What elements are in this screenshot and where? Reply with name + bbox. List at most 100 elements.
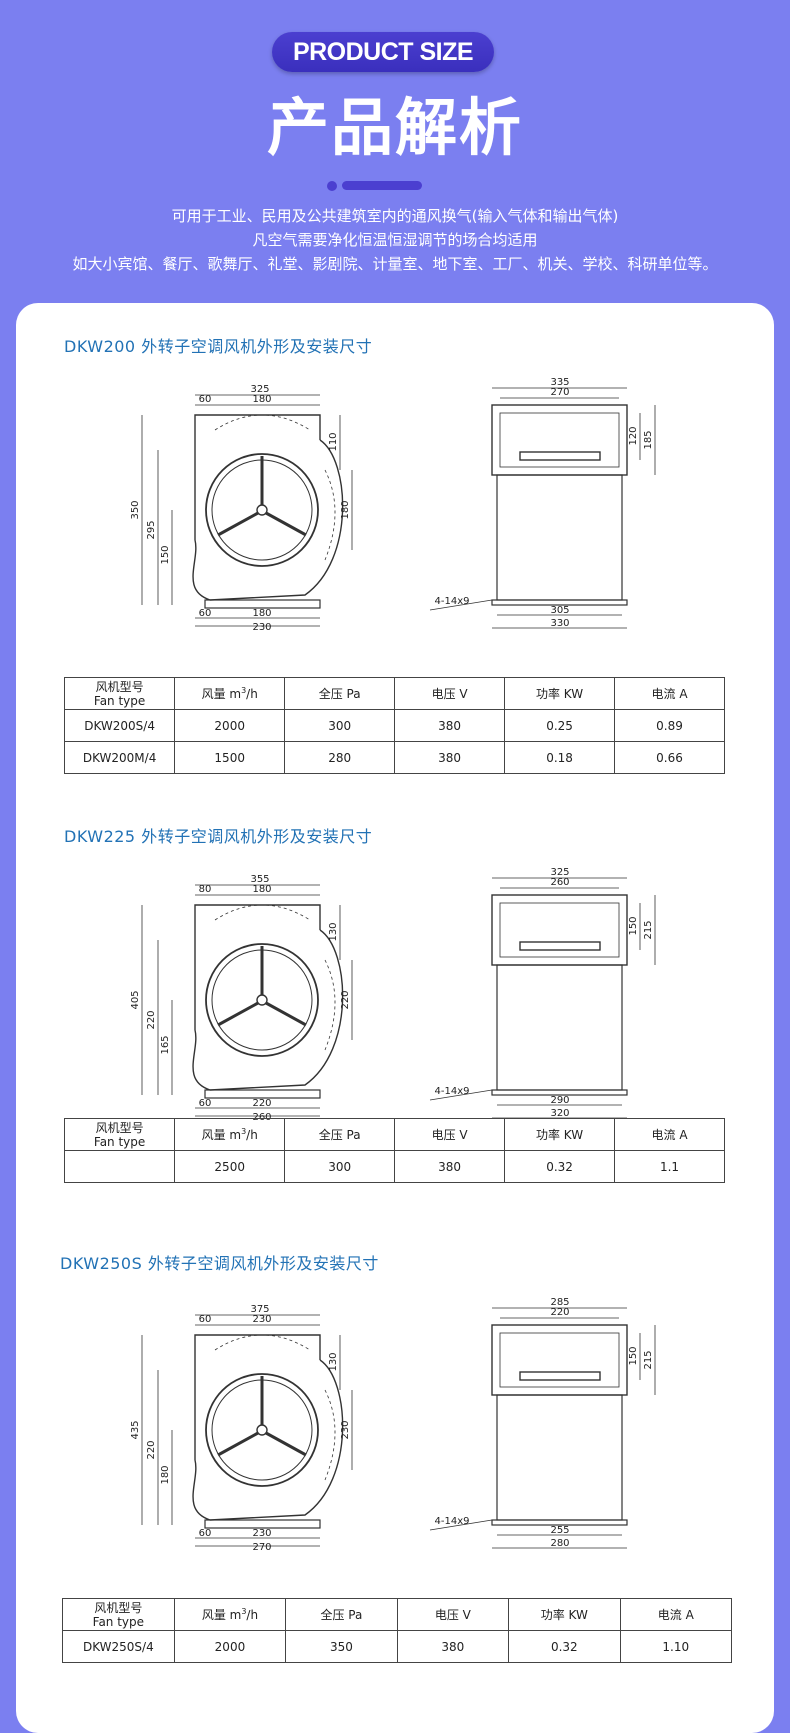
hole-leader bbox=[429, 599, 493, 611]
blade-spoke bbox=[217, 511, 259, 537]
product-size-badge: PRODUCT SIZE bbox=[272, 32, 494, 72]
header-airflow-label: 风量 m bbox=[201, 1128, 242, 1142]
hole-leader bbox=[429, 1519, 493, 1531]
cell-power: 0.32 bbox=[504, 1150, 616, 1183]
cell-model: DKW200M/4 bbox=[63, 741, 176, 774]
cell-airflow: 2500 bbox=[174, 1150, 286, 1183]
dim-left-a: 220 bbox=[146, 1440, 157, 1459]
side-damper bbox=[519, 1371, 601, 1381]
dim-side-right-b: 185 bbox=[643, 430, 654, 449]
blade-spoke bbox=[217, 1431, 259, 1457]
cell-current: 0.66 bbox=[614, 741, 725, 774]
dim-side-top-a: 325 bbox=[550, 867, 569, 878]
housing-outline bbox=[194, 414, 321, 440]
dim-side-right-b: 215 bbox=[643, 1350, 654, 1369]
dim-side-top-a: 285 bbox=[550, 1297, 569, 1308]
cell-airflow: 2000 bbox=[174, 709, 286, 742]
cell-voltage: 380 bbox=[394, 1150, 506, 1183]
desc-line: 如大小宾馆、餐厅、歌舞厅、礼堂、影剧院、计量室、地下室、工厂、机关、学校、科研单… bbox=[72, 255, 718, 273]
header-model-en: Fan type bbox=[93, 693, 146, 708]
header-current: 电流 A bbox=[619, 1598, 733, 1631]
dim-side-bottom-a: 305 bbox=[550, 605, 569, 616]
dim-top-b: 180 bbox=[252, 884, 271, 895]
dim-bottom-b: 230 bbox=[252, 1528, 271, 1539]
cell-power: 0.18 bbox=[504, 741, 616, 774]
blade-spoke bbox=[217, 1001, 259, 1027]
header-airflow-unit: /h bbox=[246, 1608, 259, 1622]
side-outlet bbox=[499, 412, 620, 468]
cell-airflow: 2000 bbox=[173, 1630, 287, 1663]
header-model-cn: 风机型号 bbox=[94, 1600, 143, 1615]
header-power: 功率 KW bbox=[508, 1598, 621, 1631]
header-airflow: 风量 m3/h bbox=[174, 677, 286, 710]
hub bbox=[256, 1424, 268, 1436]
dim-top-a: 60 bbox=[199, 394, 212, 405]
impeller-ring bbox=[205, 453, 319, 567]
dim-top-b: 230 bbox=[252, 1314, 271, 1325]
dim-side-top-a: 335 bbox=[550, 377, 569, 388]
dim-right-a: 130 bbox=[328, 922, 339, 941]
dim-left-a: 295 bbox=[146, 520, 157, 539]
volute-outline bbox=[192, 925, 344, 1091]
impeller-ring bbox=[205, 1373, 319, 1487]
side-housing-top bbox=[491, 404, 628, 476]
header-pressure: 全压 Pa bbox=[284, 1118, 396, 1151]
dim-top-total: 325 bbox=[250, 384, 269, 395]
blade-spoke bbox=[265, 1001, 307, 1027]
hub bbox=[256, 994, 268, 1006]
dim-top-total: 375 bbox=[250, 1304, 269, 1315]
side-damper bbox=[519, 941, 601, 951]
dim-bottom-a: 60 bbox=[199, 1528, 212, 1539]
dim-side-bottom-b: 280 bbox=[550, 1538, 569, 1549]
dim-left-height: 405 bbox=[130, 990, 141, 1009]
cell-pressure: 300 bbox=[284, 1150, 396, 1183]
hub bbox=[256, 504, 268, 516]
dim-side-holes: 4-14x9 bbox=[435, 596, 470, 607]
dim-side-right-b: 215 bbox=[643, 920, 654, 939]
cell-voltage: 380 bbox=[394, 709, 506, 742]
dim-side-right-a: 120 bbox=[628, 426, 639, 445]
housing-outline bbox=[194, 904, 321, 930]
header-power: 功率 KW bbox=[504, 677, 616, 710]
header-airflow: 风量 m3/h bbox=[174, 1118, 286, 1151]
dim-side-holes: 4-14x9 bbox=[435, 1086, 470, 1097]
header-airflow-label: 风量 m bbox=[201, 1608, 242, 1622]
mounting-base bbox=[204, 1089, 321, 1099]
section-title: DKW225 外转子空调风机外形及安装尺寸 bbox=[64, 827, 373, 846]
dim-side-bottom-b: 330 bbox=[550, 618, 569, 629]
header-airflow-unit: /h bbox=[246, 1128, 258, 1142]
dim-side-bottom-a: 290 bbox=[550, 1095, 569, 1106]
section-title: DKW200 外转子空调风机外形及安装尺寸 bbox=[64, 337, 373, 356]
blade-spoke bbox=[265, 1431, 307, 1457]
decor-bar bbox=[342, 181, 422, 190]
header-model-cn: 风机型号 bbox=[95, 1120, 144, 1135]
outlet-arc bbox=[324, 469, 336, 561]
cell-current: 1.10 bbox=[619, 1630, 733, 1663]
page-header: PRODUCT SIZE 产品解析 可用于工业、民用及公共建筑室内的通风换气(输… bbox=[0, 0, 790, 300]
header-airflow-sup: 3 bbox=[241, 686, 247, 695]
dim-right-b: 180 bbox=[340, 500, 351, 519]
desc-line: 凡空气需要净化恒温恒湿调节的场合均适用 bbox=[252, 231, 538, 249]
cell-voltage: 380 bbox=[396, 1630, 510, 1663]
header-airflow-sup: 3 bbox=[241, 1607, 247, 1616]
dim-left-b: 180 bbox=[160, 1465, 171, 1484]
cell-power: 0.32 bbox=[508, 1630, 621, 1663]
inlet-arc bbox=[214, 904, 311, 921]
header-model-en: Fan type bbox=[93, 1134, 146, 1149]
header-airflow-sup: 3 bbox=[241, 1127, 247, 1136]
side-base bbox=[491, 1519, 628, 1526]
inlet-arc bbox=[214, 1334, 311, 1351]
dim-side-top-b: 260 bbox=[550, 877, 569, 888]
